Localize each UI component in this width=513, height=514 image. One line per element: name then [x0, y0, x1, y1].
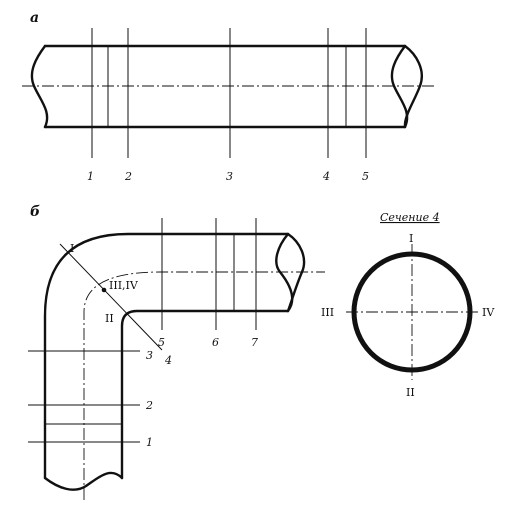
bend-axis-point-marker — [101, 287, 107, 293]
cross-section-mark-bottom: II — [406, 386, 415, 399]
pipe-a-right-break-2 — [403, 44, 423, 129]
bend-bottom-break — [43, 471, 124, 491]
bend-point-label-middle: III,IV — [109, 279, 139, 292]
bend-station-label: 7 — [251, 336, 258, 349]
pipe-a-station-label: 1 — [87, 170, 94, 183]
panel-a-label: а — [30, 10, 39, 26]
bend-inner-wall — [120, 309, 290, 480]
pipe-a-station-label: 4 — [322, 170, 330, 183]
bend-center-axis — [83, 271, 325, 500]
bend-station-label: 1 — [146, 436, 153, 449]
bend-station-label: 6 — [212, 336, 219, 349]
cross-section: Сечение 4 I II III IV — [321, 211, 495, 399]
bend-right-break-1 — [275, 232, 294, 313]
panel-a: а 1 2 3 4 5 — [22, 10, 435, 183]
pipe-a-station-label: 2 — [124, 170, 132, 183]
panel-b: б I III,IV II 1 2 3 4 5 — [28, 204, 325, 500]
pipe-a-right-break-1 — [390, 44, 409, 129]
bend-station-label: 4 — [164, 354, 172, 367]
cross-section-mark-left: III — [321, 306, 334, 319]
cross-section-title: Сечение 4 — [380, 211, 440, 224]
bend-point-label-bottom: II — [105, 312, 114, 325]
pipe-a-station-label: 3 — [226, 170, 233, 183]
panel-b-label: б — [30, 204, 40, 220]
bend-section-line-4 — [59, 243, 163, 351]
cross-section-mark-top: I — [409, 232, 413, 245]
bend-outer-wall — [43, 232, 290, 480]
bend-right-break-2 — [286, 232, 306, 313]
pipe-a-left-break — [30, 44, 49, 129]
bend-station-label: 2 — [145, 399, 153, 412]
pipe-a-station-label: 5 — [362, 170, 369, 183]
cross-section-mark-right: IV — [482, 306, 495, 319]
bend-point-label-top: I — [70, 242, 74, 255]
bend-station-label: 5 — [158, 336, 165, 349]
bend-station-label: 3 — [146, 349, 153, 362]
